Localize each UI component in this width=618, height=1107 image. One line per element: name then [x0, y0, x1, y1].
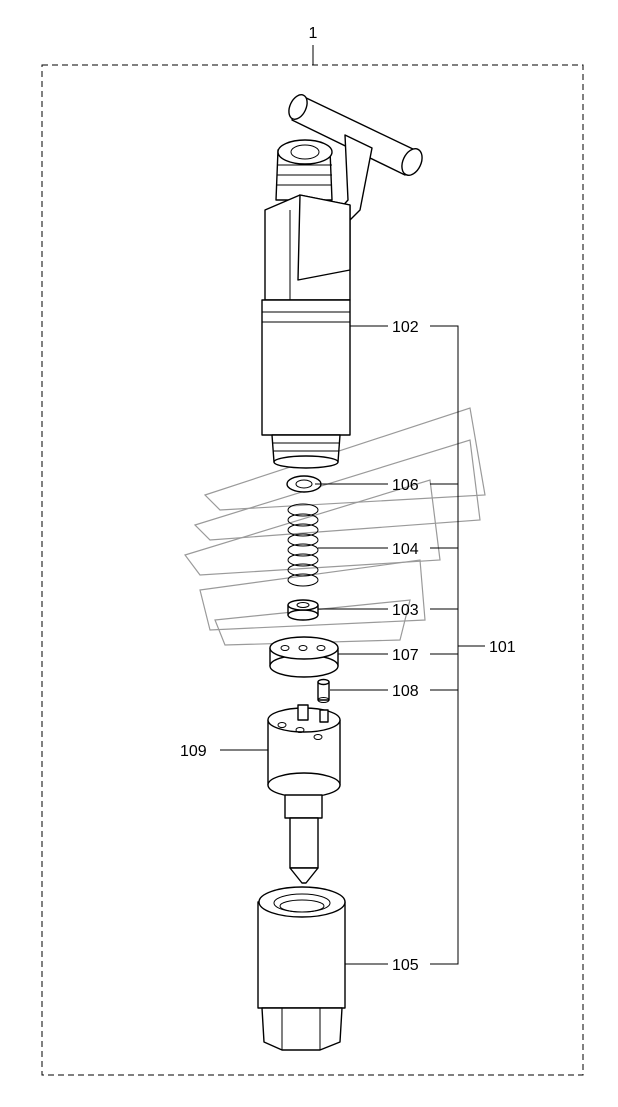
callout-109: 109 — [180, 743, 207, 760]
part-104-spring — [287, 503, 319, 587]
part-108-dowel-pin — [317, 678, 330, 703]
callout-104: 104 — [392, 541, 419, 558]
callout-102: 102 — [392, 319, 419, 336]
assembly-label: 1 — [309, 25, 318, 42]
callout-101: 101 — [489, 639, 516, 656]
callout-106: 106 — [392, 477, 419, 494]
part-109-nozzle — [267, 704, 341, 884]
part-107-intermediate-disc — [269, 636, 339, 678]
callout-107: 107 — [392, 647, 419, 664]
callout-105: 105 — [392, 957, 419, 974]
leader-lines — [220, 325, 485, 965]
watermark-logo — [184, 407, 486, 646]
part-102-injector-body — [261, 94, 423, 469]
callout-103: 103 — [392, 602, 419, 619]
part-103-spring-seat — [287, 599, 319, 621]
callout-108: 108 — [392, 683, 419, 700]
part-105-nozzle-nut — [257, 886, 346, 1051]
